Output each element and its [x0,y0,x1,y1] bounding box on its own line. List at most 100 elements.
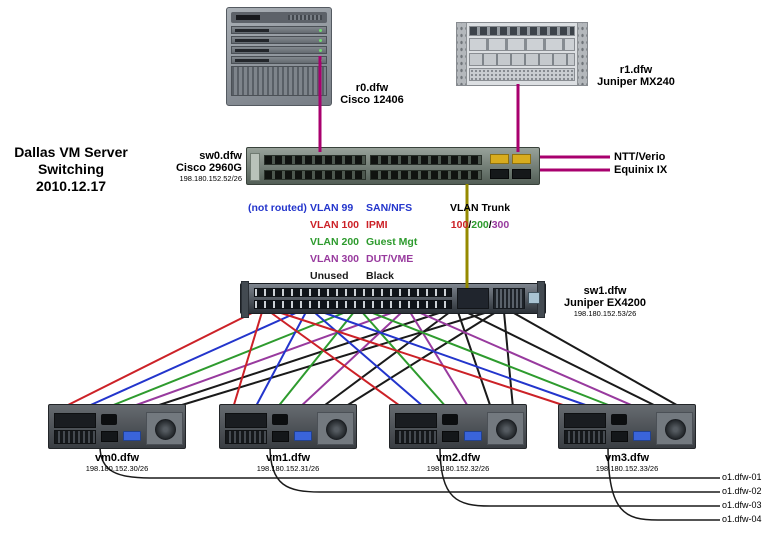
switch-sw0-model: Cisco 2960G [175,162,242,174]
device-detail [487,412,524,445]
device-detail [442,414,458,425]
device-detail [101,431,118,442]
router-r0-image [226,7,332,106]
server-vm3-name: vm3.dfw [604,452,649,464]
server-vm3-label: vm3.dfw 198.180.152.33/26 [558,452,696,473]
trunk-separator: / [468,219,472,231]
device-detail [317,412,354,445]
device-detail [231,66,327,96]
device-detail [457,288,489,309]
title-line: Dallas VM Server [14,144,128,160]
server-vm2-label: vm2.dfw 198.180.152.32/26 [389,452,527,473]
cable-sw1-vm0-unused-a [149,311,443,409]
device-detail [225,413,267,428]
trunk-vlan-100: 100 [450,219,469,231]
cable-sw1-vm1-vlan100 [232,311,263,409]
cable-sw1-vm0-vlan300 [127,311,395,409]
uplink-label-ntt: NTT/Verio [614,151,666,163]
cable-sw1-vm2-vlan99 [313,311,426,409]
router-r0-label: r0.dfw Cisco 12406 [330,82,414,106]
device-detail [528,292,540,304]
device-detail [272,414,288,425]
diagram-title: Dallas VM Server Switching 2010.12.17 [6,144,136,195]
server-vm1-image [219,404,357,449]
legend-label: IPMI [366,219,388,231]
router-r0-name: r0.dfw [355,82,389,94]
device-detail [611,414,627,425]
device-detail [469,53,575,66]
server-vm0-ip: 198.180.152.30/26 [85,464,149,473]
router-r0-model: Cisco 12406 [340,94,404,106]
vlan-trunk-label: VLAN Trunk 100/200/300 [438,200,522,234]
device-detail [54,413,96,428]
cable-sw1-vm2-vlan300 [409,311,470,409]
device-detail [656,412,693,445]
server-vm2-image [389,404,527,449]
legend-row-vlan99: (not routed)VLAN 99 SAN/NFS [248,200,417,217]
device-detail [241,281,249,318]
switch-sw1-label: sw1.dfw Juniper EX4200 198.180.152.53/26 [550,285,660,318]
legend-vlan: VLAN 300 [310,253,360,265]
device-detail [564,430,606,444]
cable-sw1-vm3-unused-b [511,311,683,409]
server-vm2-name: vm2.dfw [435,452,480,464]
device-detail [294,431,312,441]
cable-sw1-vm3-vlan99 [321,311,595,409]
switch-sw1-name: sw1.dfw [583,285,627,297]
cable-sw1-vm1-vlan300 [298,311,403,409]
device-detail [564,413,606,428]
device-detail [231,56,327,64]
server-vm1-ip: 198.180.152.31/26 [256,464,320,473]
cable-sw1-vm2-vlan200 [361,311,448,409]
legend-label: SAN/NFS [366,202,413,214]
router-r1-model: Juniper MX240 [597,76,675,88]
device-detail [611,431,628,442]
cable-sw1-vm0-unused-b [171,311,489,409]
cable-sw1-vm2-unused-b [503,311,514,409]
switch-sw0-ip: 198.180.152.52/26 [179,174,242,183]
server-vm0-name: vm0.dfw [94,452,139,464]
title-line: 2010.12.17 [35,178,107,194]
cable-sw1-vm2-vlan100 [269,311,404,409]
cable-sw1-vm1-unused-b [342,311,497,409]
trunk-vlan-300: 300 [491,219,510,231]
console-label-4: o1.dfw-04 [722,514,762,524]
trunk-separator: / [488,219,492,231]
cable-sw1-vm0-vlan200 [105,311,347,409]
legend-vlan: VLAN 100 [310,219,360,231]
device-detail [231,26,327,34]
device-detail [395,413,437,428]
device-detail [54,430,96,444]
device-detail [225,430,267,444]
cable-sw1-vm3-vlan200 [369,311,617,409]
server-vm0-label: vm0.dfw 198.180.152.30/26 [48,452,186,473]
switch-sw1-image [240,281,546,318]
cable-sw1-vm1-unused-a [320,311,451,409]
console-label-3: o1.dfw-03 [722,500,762,510]
cable-sw1-vm0-vlan100 [61,311,255,409]
device-detail [512,169,531,179]
device-detail [370,155,482,165]
switch-sw0-label: sw0.dfw Cisco 2960G 198.180.152.52/26 [146,150,242,183]
device-detail [123,431,141,441]
cable-sw1-vm3-vlan100 [277,311,573,409]
legend-vlan: VLAN 99 [310,202,354,214]
device-detail [231,12,327,23]
console-label-2: o1.dfw-02 [722,486,762,496]
legend-label: Guest Mgt [366,236,418,248]
server-vm3-image [558,404,696,449]
server-vm0-image [48,404,186,449]
cable-sw1-vm3-vlan300 [417,311,639,409]
device-detail [264,155,366,165]
legend-prefix: (not routed) [248,202,307,214]
device-detail [370,170,482,180]
device-detail [442,431,459,442]
device-detail [490,154,509,164]
vlan-trunk-title: VLAN Trunk [449,202,511,214]
device-detail [490,169,509,179]
legend-vlan: VLAN 200 [310,236,360,248]
